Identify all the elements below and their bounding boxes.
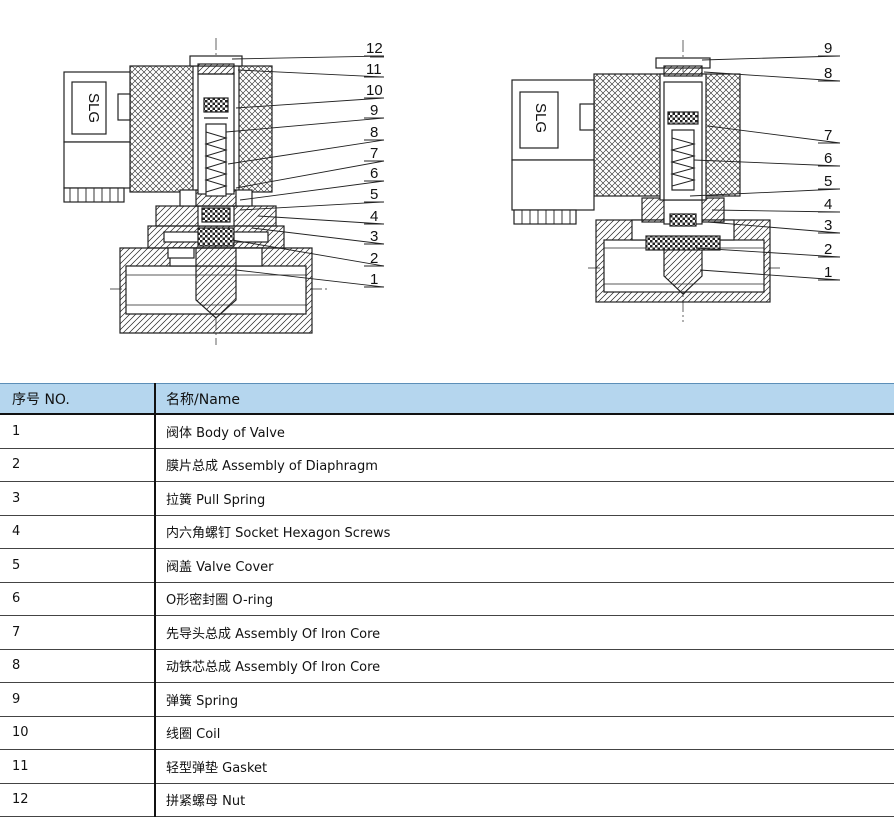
left-callout-3: 3: [370, 228, 378, 245]
left-callout-11: 11: [366, 61, 382, 78]
cell-no: 8: [0, 649, 156, 683]
cell-no: 10: [0, 716, 156, 750]
left-callout-8: 8: [370, 124, 378, 141]
right-callout-1: 1: [824, 264, 832, 281]
cell-name: 阀盖 Valve Cover: [155, 548, 894, 583]
left-coil-label: SLG: [85, 93, 102, 123]
cell-no: 12: [0, 783, 156, 817]
header-name: 名称/Name: [155, 383, 894, 415]
left-callout-2: 2: [370, 250, 378, 267]
cell-name: 拼紧螺母 Nut: [155, 783, 894, 817]
valve-diagrams: SLG 12 11 10 9 8 7 6 5 4 3 2 1: [0, 0, 894, 372]
right-callout-4: 4: [824, 196, 832, 213]
left-callout-4: 4: [370, 208, 378, 225]
cell-name: 先导头总成 Assembly Of Iron Core: [155, 615, 894, 650]
right-callout-7: 7: [824, 127, 832, 144]
right-callout-2: 2: [824, 241, 832, 258]
left-valve: [63, 38, 385, 345]
right-valve: [511, 40, 841, 322]
left-callouts: 12 11 10 9 8 7 6 5 4 3 2 1: [366, 40, 383, 288]
cell-name: 内六角螺钉 Socket Hexagon Screws: [155, 515, 894, 549]
cell-no: 2: [0, 448, 156, 482]
cell-no: 3: [0, 481, 156, 516]
left-callout-5: 5: [370, 186, 378, 203]
cell-no: 11: [0, 749, 156, 784]
right-callout-3: 3: [824, 217, 832, 234]
cell-no: 7: [0, 615, 156, 650]
right-callout-8: 8: [824, 65, 832, 82]
table-header-row: 序号 NO. 名称/Name: [0, 383, 894, 415]
cell-name: 线圈 Coil: [155, 716, 894, 750]
cell-no: 1: [0, 414, 156, 449]
left-callout-1: 1: [370, 271, 378, 288]
diagram-canvas: SLG 12 11 10 9 8 7 6 5 4 3 2 1: [63, 38, 841, 345]
cell-no: 9: [0, 682, 156, 717]
cell-no: 5: [0, 548, 156, 583]
right-callouts: 9 8 7 6 5 4 3 2 1: [824, 40, 832, 281]
right-callout-5: 5: [824, 173, 832, 190]
cell-name: 弹簧 Spring: [155, 682, 894, 717]
cell-no: 6: [0, 582, 156, 616]
left-callout-7: 7: [370, 145, 378, 162]
right-callout-6: 6: [824, 150, 832, 167]
cell-name: 动铁芯总成 Assembly Of Iron Core: [155, 649, 894, 683]
cell-name: O形密封圈 O-ring: [155, 582, 894, 616]
left-callout-9: 9: [370, 102, 378, 119]
cell-name: 轻型弹垫 Gasket: [155, 749, 894, 784]
header-no: 序号 NO.: [0, 383, 156, 415]
right-coil-label: SLG: [532, 103, 549, 133]
cell-name: 膜片总成 Assembly of Diaphragm: [155, 448, 894, 482]
cell-name: 拉簧 Pull Spring: [155, 481, 894, 516]
right-callout-9: 9: [824, 40, 832, 57]
cell-no: 4: [0, 515, 156, 549]
left-callout-12: 12: [366, 40, 383, 57]
left-callout-10: 10: [366, 82, 383, 99]
cell-name: 阀体 Body of Valve: [155, 414, 894, 449]
left-callout-6: 6: [370, 165, 378, 182]
